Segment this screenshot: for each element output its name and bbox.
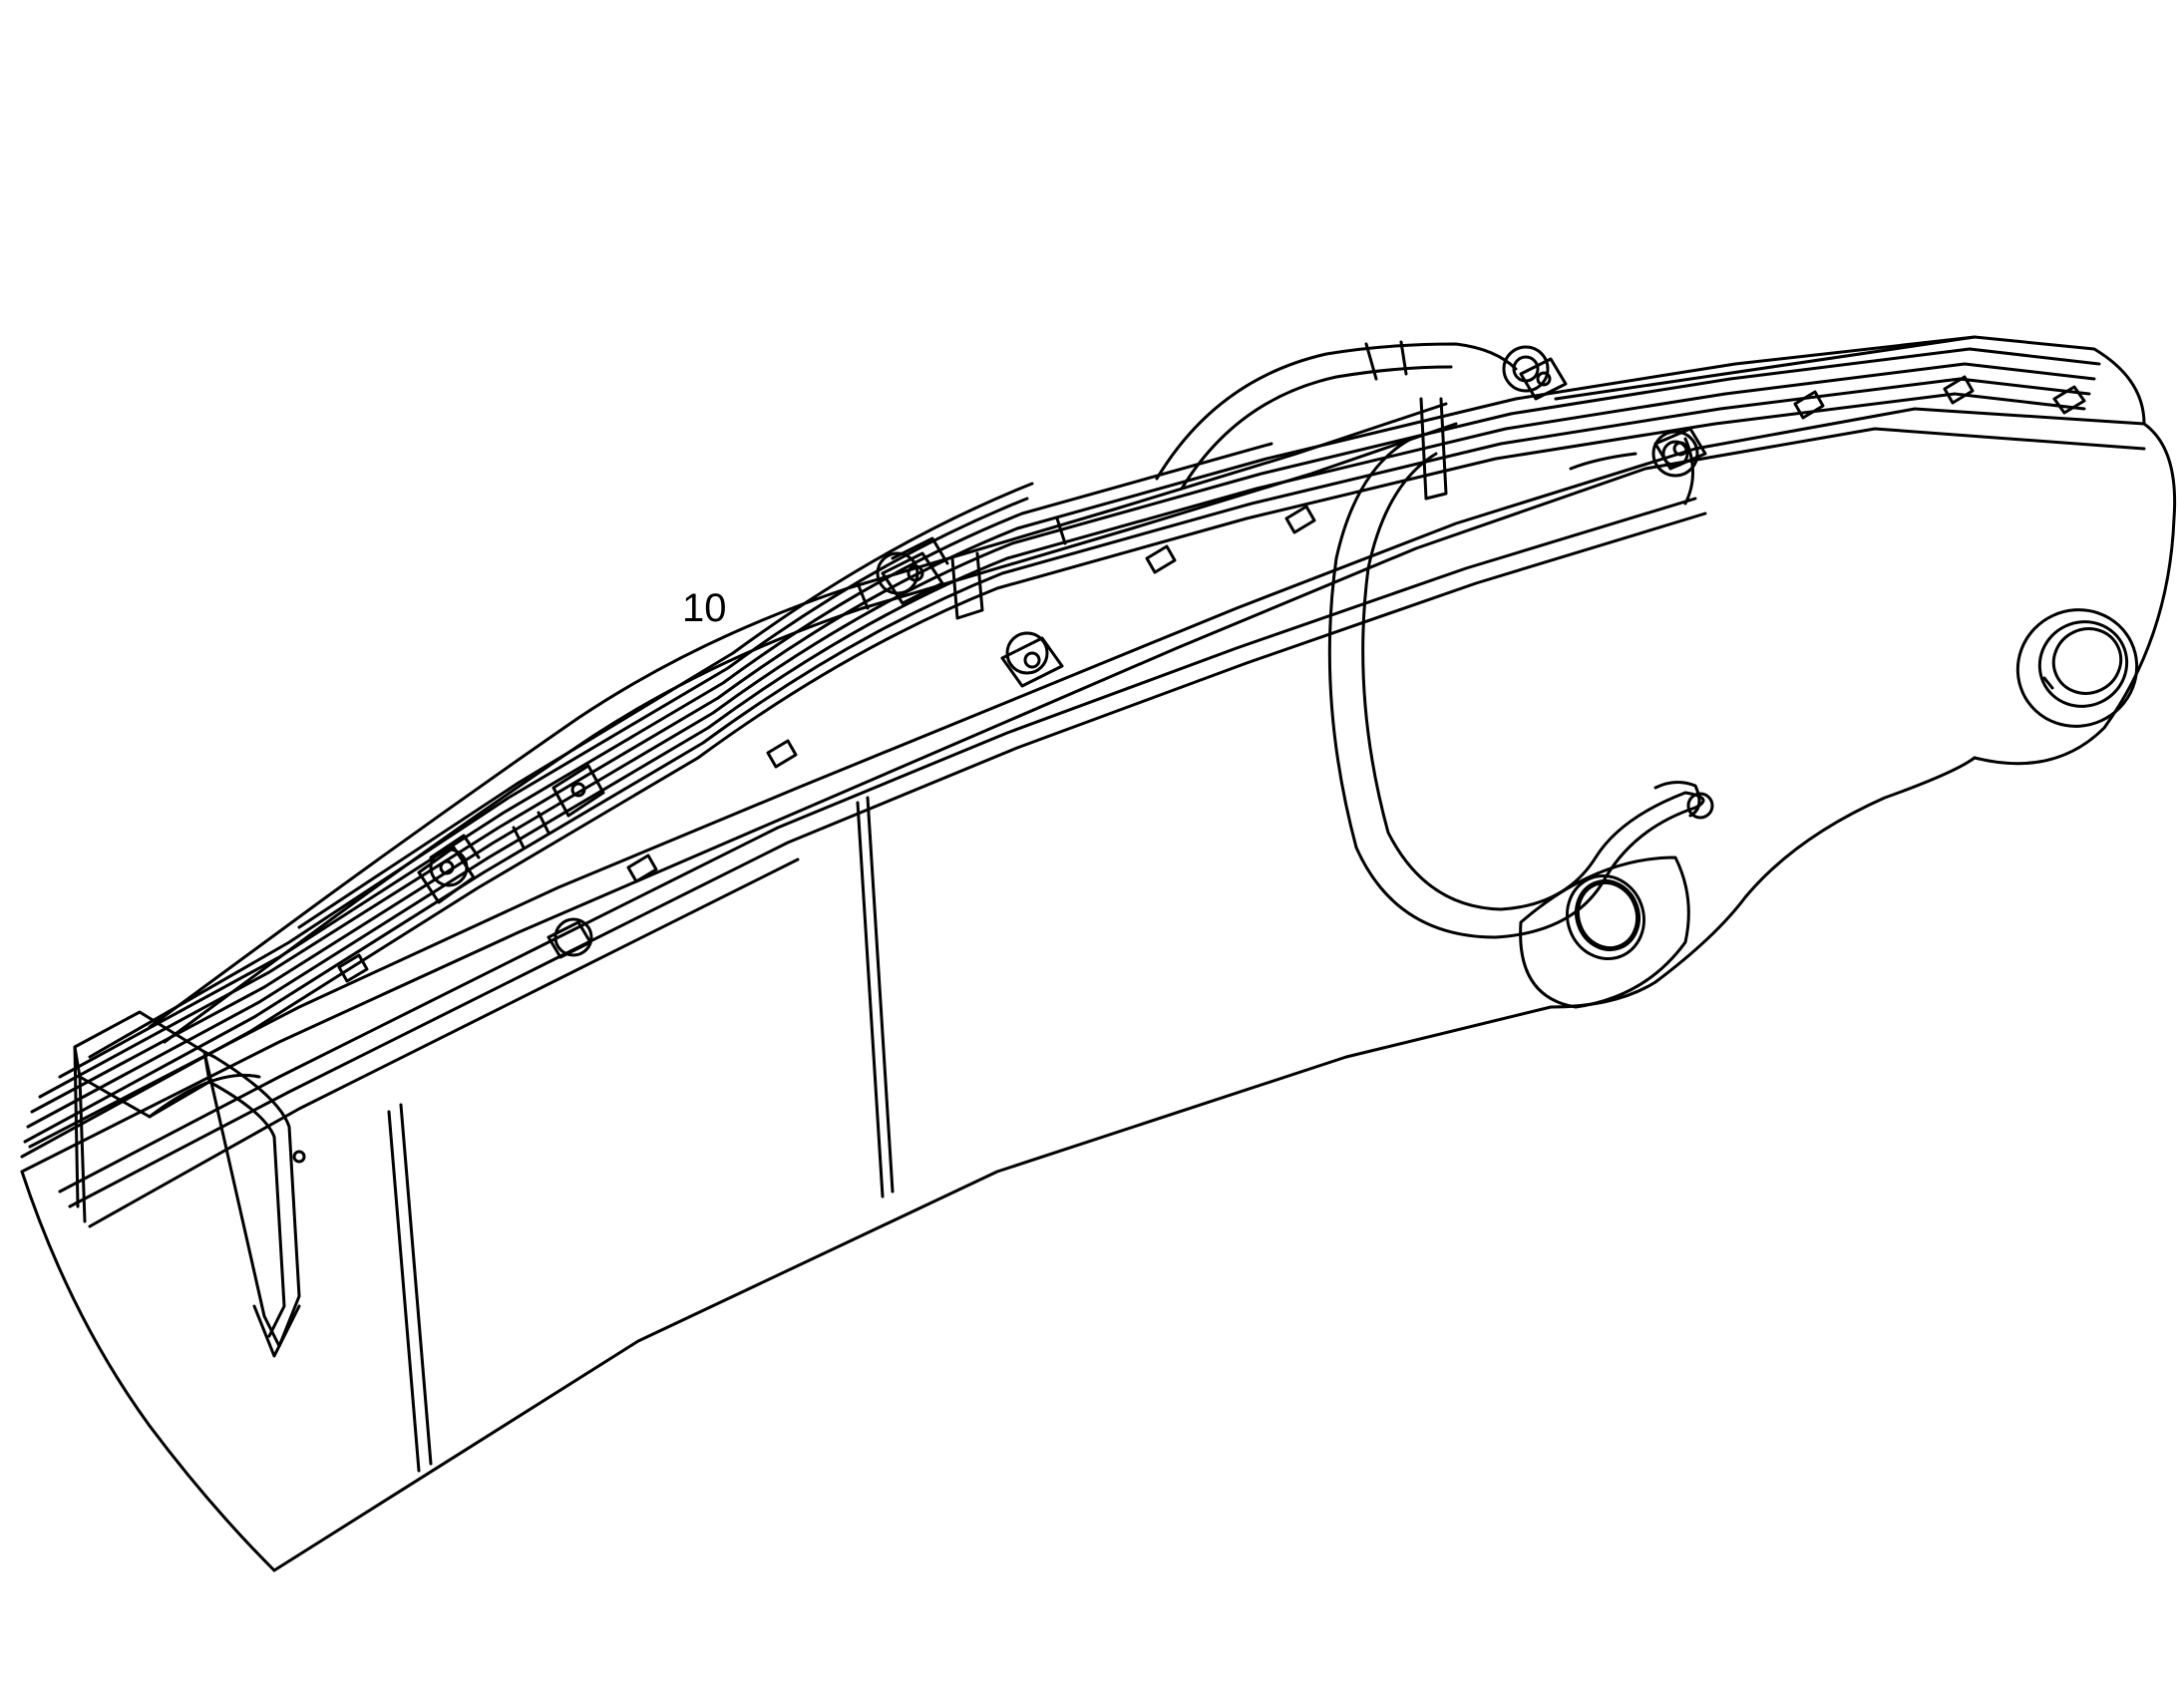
hose-bundle [20,335,2101,1228]
main-top-hose [148,402,1458,1044]
hose-couplings [429,345,1699,957]
boom-body [20,335,2177,1572]
loop-hose [1327,437,1714,939]
lower-pin-boss [1519,855,1690,1009]
front-bracket [73,1010,306,1358]
hose-clamps [337,357,2086,983]
callout-label: 10 [682,586,727,630]
upper-pin-boss [2015,608,2139,728]
upper-arch-hose [1155,340,1518,491]
